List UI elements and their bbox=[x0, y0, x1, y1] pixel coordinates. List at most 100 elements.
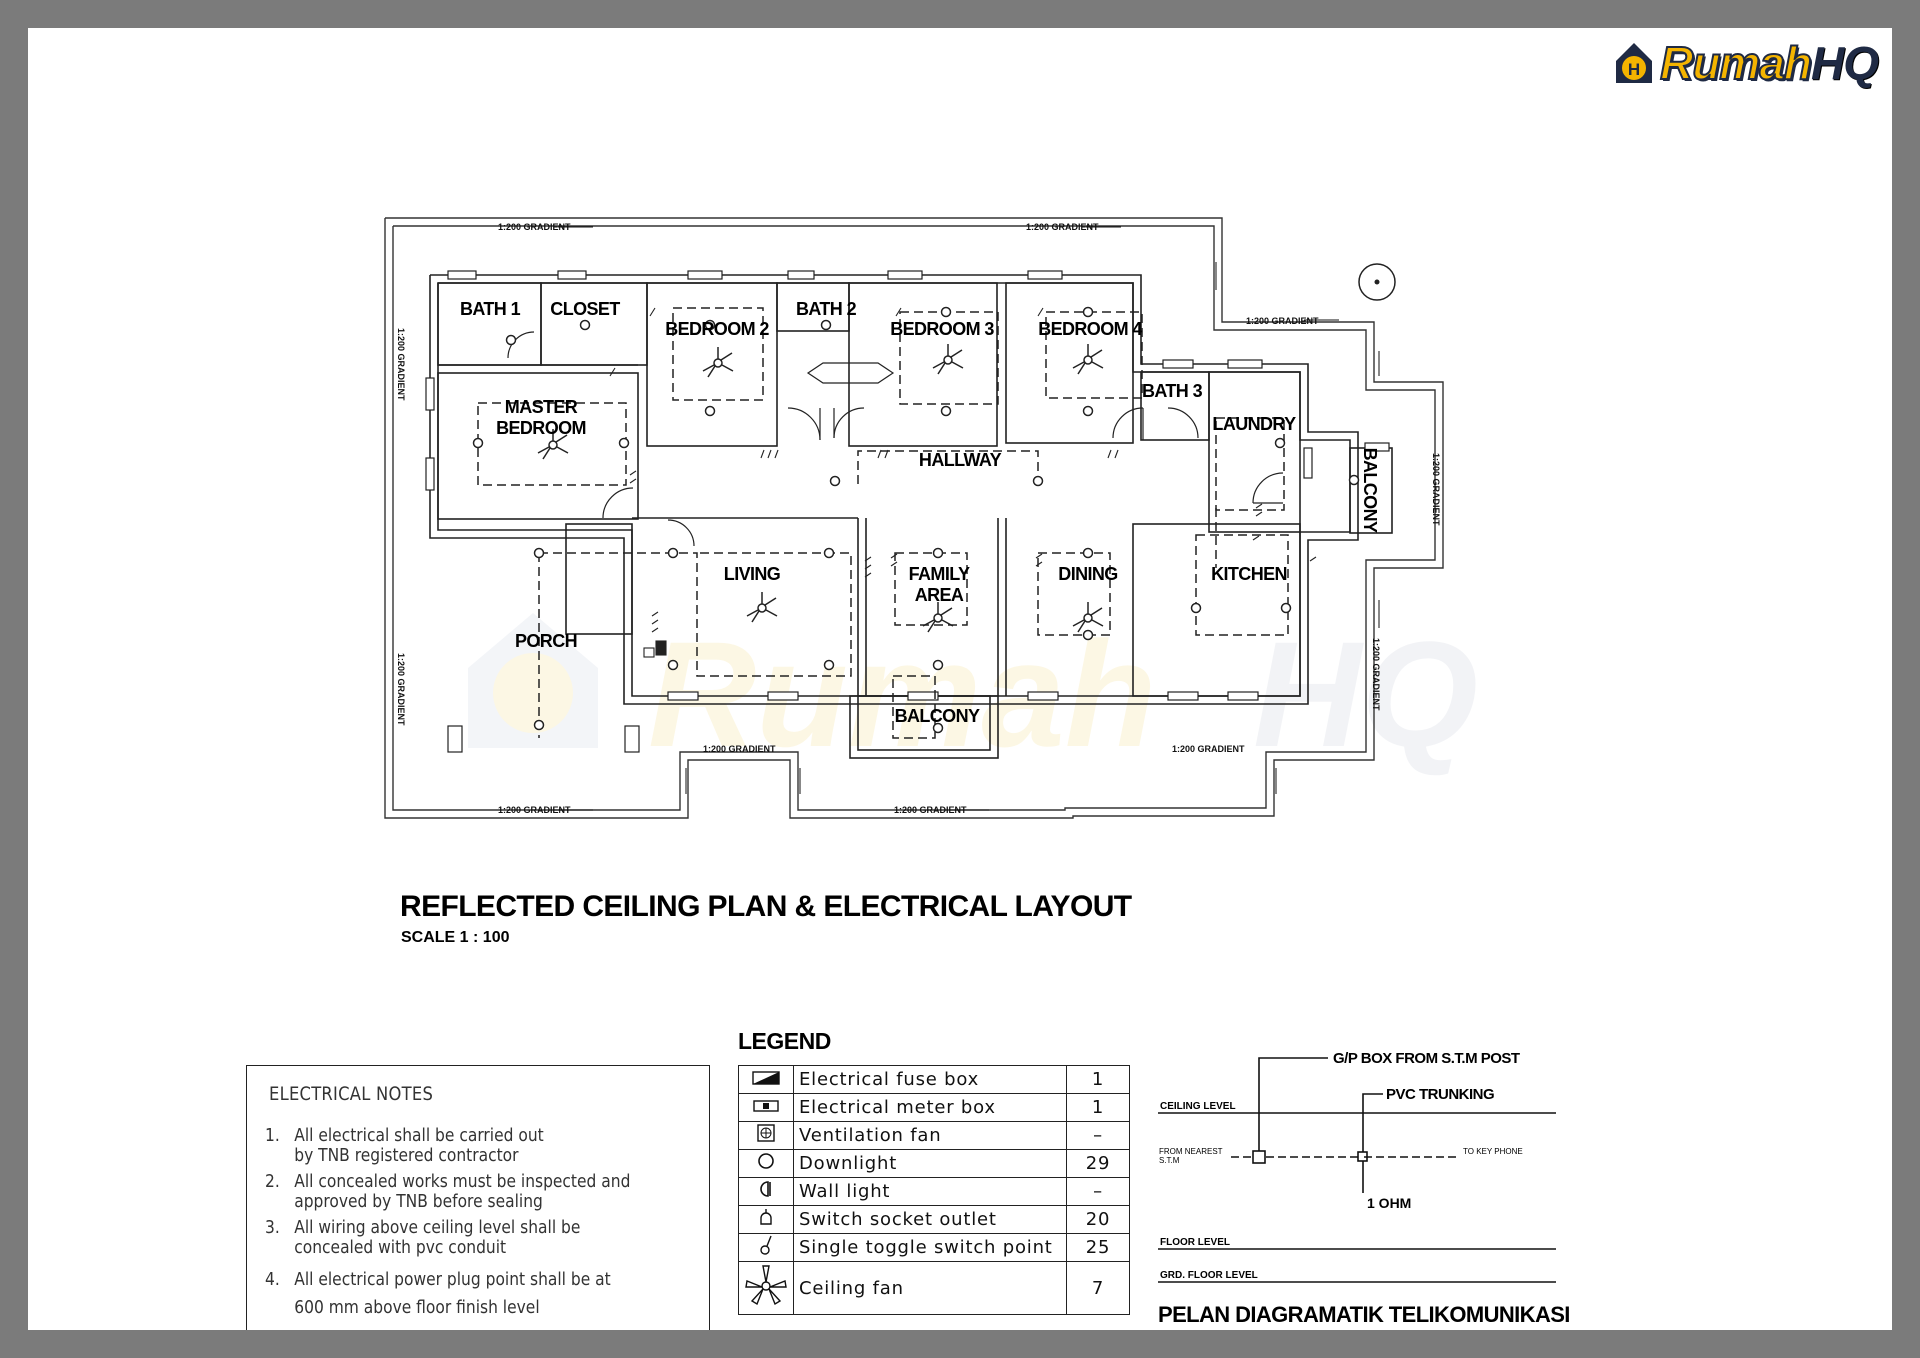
svg-text:1 OHM: 1 OHM bbox=[1367, 1195, 1411, 1211]
svg-text:1:200 GRADIENT: 1:200 GRADIENT bbox=[1246, 316, 1319, 326]
room-balcony-side: BALCONY bbox=[1360, 448, 1380, 533]
ceiling-fans bbox=[537, 344, 1104, 633]
svg-text:G/P BOX FROM S.T.M POST: G/P BOX FROM S.T.M POST bbox=[1333, 1050, 1520, 1067]
legend-row: Electrical fuse box 1 bbox=[738, 1065, 1130, 1094]
fuse-box-icon bbox=[738, 1065, 794, 1094]
room-porch: PORCH bbox=[515, 631, 577, 651]
wall-light-icon bbox=[738, 1177, 794, 1206]
legend-table: Electrical fuse box 1 Electrical meter b… bbox=[738, 1065, 1130, 1315]
room-family-line-2: AREA bbox=[915, 585, 964, 605]
legend-qty: 25 bbox=[1066, 1233, 1130, 1262]
notes-title: ELECTRICAL NOTES bbox=[269, 1083, 434, 1105]
site-boundary bbox=[384, 217, 1444, 819]
legend-title: LEGEND bbox=[738, 1028, 831, 1054]
legend-name: Downlight bbox=[793, 1149, 1067, 1178]
legend-row: Electrical meter box 1 bbox=[738, 1093, 1130, 1122]
legend-name: Switch socket outlet bbox=[793, 1205, 1067, 1234]
room-bath-2: BATH 2 bbox=[796, 299, 857, 319]
telecom-diagram bbox=[1158, 1057, 1556, 1283]
svg-text:1:200 GRADIENT: 1:200 GRADIENT bbox=[498, 222, 571, 232]
svg-text:1:200 GRADIENT: 1:200 GRADIENT bbox=[1371, 638, 1381, 711]
legend-qty: 7 bbox=[1066, 1261, 1130, 1315]
gradient-arrows bbox=[558, 226, 1380, 811]
room-bedroom-3: BEDROOM 3 bbox=[890, 319, 994, 339]
legend-qty: 1 bbox=[1066, 1065, 1130, 1094]
legend-qty: 29 bbox=[1066, 1149, 1130, 1178]
doors bbox=[507, 331, 1284, 547]
svg-text:1:200 GRADIENT: 1:200 GRADIENT bbox=[396, 653, 406, 726]
svg-text:PVC TRUNKING: PVC TRUNKING bbox=[1386, 1086, 1494, 1103]
room-closet: CLOSET bbox=[550, 299, 620, 319]
note-item: 3.All wiring above ceiling level shall b… bbox=[265, 1217, 581, 1258]
legend-qty: – bbox=[1066, 1177, 1130, 1206]
watermark: Rumah HQ bbox=[468, 610, 1478, 778]
plan-scale: SCALE 1 : 100 bbox=[401, 929, 510, 946]
svg-text:FROM NEAREST: FROM NEAREST bbox=[1159, 1147, 1223, 1156]
legend-name: Electrical fuse box bbox=[793, 1065, 1067, 1094]
legend-row: Downlight 29 bbox=[738, 1149, 1130, 1178]
room-master-line-1: MASTER bbox=[505, 397, 578, 417]
ventilation-fan-icon bbox=[738, 1121, 794, 1150]
legend-name: Ceiling fan bbox=[793, 1261, 1067, 1315]
drawing-sheet: H RumahHQ Rumah HQ 1:200 GRADIENT 1:200 … bbox=[28, 28, 1892, 1330]
room-family-line-1: FAMILY bbox=[909, 564, 970, 584]
room-balcony: BALCONY bbox=[895, 706, 980, 726]
svg-text:H: H bbox=[1628, 60, 1640, 79]
manhole-icon bbox=[1358, 263, 1396, 301]
legend-name: Electrical meter box bbox=[793, 1093, 1067, 1122]
svg-text:TO KEY PHONE: TO KEY PHONE bbox=[1463, 1147, 1523, 1156]
legend-qty: 20 bbox=[1066, 1205, 1130, 1234]
plan-title: REFLECTED CEILING PLAN & ELECTRICAL LAYO… bbox=[400, 890, 1132, 923]
legend-row: Ventilation fan – bbox=[738, 1121, 1130, 1150]
legend-row: Single toggle switch point 25 bbox=[738, 1233, 1130, 1262]
legend-name: Wall light bbox=[793, 1177, 1067, 1206]
svg-text:1:200 GRADIENT: 1:200 GRADIENT bbox=[1431, 453, 1441, 526]
room-hallway: HALLWAY bbox=[919, 450, 1002, 470]
room-labels: BATH 1 CLOSET BEDROOM 2 BATH 2 BEDROOM 3… bbox=[460, 299, 1380, 726]
room-kitchen: KITCHEN bbox=[1211, 564, 1287, 584]
svg-text:PELAN DIAGRAMATIK TELIKOMUNIKA: PELAN DIAGRAMATIK TELIKOMUNIKASI bbox=[1158, 1302, 1570, 1327]
room-bath-3: BATH 3 bbox=[1142, 381, 1203, 401]
room-living: LIVING bbox=[724, 564, 780, 584]
toggle-switch-icon bbox=[738, 1233, 794, 1262]
legend-row: Switch socket outlet 20 bbox=[738, 1205, 1130, 1234]
logo-wordmark: RumahHQ bbox=[1659, 36, 1879, 90]
legend-qty: 1 bbox=[1066, 1093, 1130, 1122]
legend-row: Ceiling fan 7 bbox=[738, 1261, 1130, 1315]
svg-text:GRD. FLOOR LEVEL: GRD. FLOOR LEVEL bbox=[1160, 1270, 1258, 1281]
floor-plan: Rumah HQ 1:200 GRADIENT 1:200 GRADIENT 1… bbox=[384, 217, 1570, 1327]
note-item: 2.All concealed works must be inspected … bbox=[265, 1171, 631, 1212]
svg-text:1:200 GRADIENT: 1:200 GRADIENT bbox=[894, 805, 967, 815]
switch-points bbox=[609, 307, 1317, 658]
room-bedroom-2: BEDROOM 2 bbox=[665, 319, 769, 339]
meter-box-icon bbox=[738, 1093, 794, 1122]
telecom-labels: G/P BOX FROM S.T.M POST PVC TRUNKING CEI… bbox=[1158, 1050, 1570, 1327]
note-item: 4.All electrical power plug point shall … bbox=[265, 1269, 611, 1318]
legend-name: Ventilation fan bbox=[793, 1121, 1067, 1150]
room-bath-1: BATH 1 bbox=[460, 299, 521, 319]
room-dining: DINING bbox=[1058, 564, 1117, 584]
ceiling-fan-icon bbox=[738, 1261, 794, 1315]
legend-row: Wall light – bbox=[738, 1177, 1130, 1206]
house-logo-icon: H bbox=[1616, 43, 1653, 83]
svg-text:1:200 GRADIENT: 1:200 GRADIENT bbox=[498, 805, 571, 815]
svg-text:1:200 GRADIENT: 1:200 GRADIENT bbox=[396, 328, 406, 401]
rumahhq-logo: H RumahHQ bbox=[1612, 36, 1879, 90]
svg-text:CEILING LEVEL: CEILING LEVEL bbox=[1160, 1101, 1236, 1112]
legend-name: Single toggle switch point bbox=[793, 1233, 1067, 1262]
windows bbox=[425, 270, 1390, 753]
electrical-notes: ELECTRICAL NOTES 1.All electrical shall … bbox=[246, 1065, 710, 1330]
svg-text:1:200 GRADIENT: 1:200 GRADIENT bbox=[1172, 744, 1245, 754]
downlight-icon bbox=[738, 1149, 794, 1178]
gradient-labels: 1:200 GRADIENT 1:200 GRADIENT 1:200 GRAD… bbox=[396, 222, 1441, 815]
svg-text:S.T.M: S.T.M bbox=[1159, 1156, 1180, 1165]
legend-qty: – bbox=[1066, 1121, 1130, 1150]
svg-text:FLOOR LEVEL: FLOOR LEVEL bbox=[1160, 1237, 1230, 1248]
room-master-line-2: BEDROOM bbox=[496, 418, 586, 438]
socket-outlet-icon bbox=[738, 1205, 794, 1234]
svg-text:1:200 GRADIENT: 1:200 GRADIENT bbox=[1026, 222, 1099, 232]
room-laundry: LAUNDRY bbox=[1212, 414, 1296, 434]
downlights bbox=[472, 306, 1360, 734]
svg-text:1:200 GRADIENT: 1:200 GRADIENT bbox=[703, 744, 776, 754]
